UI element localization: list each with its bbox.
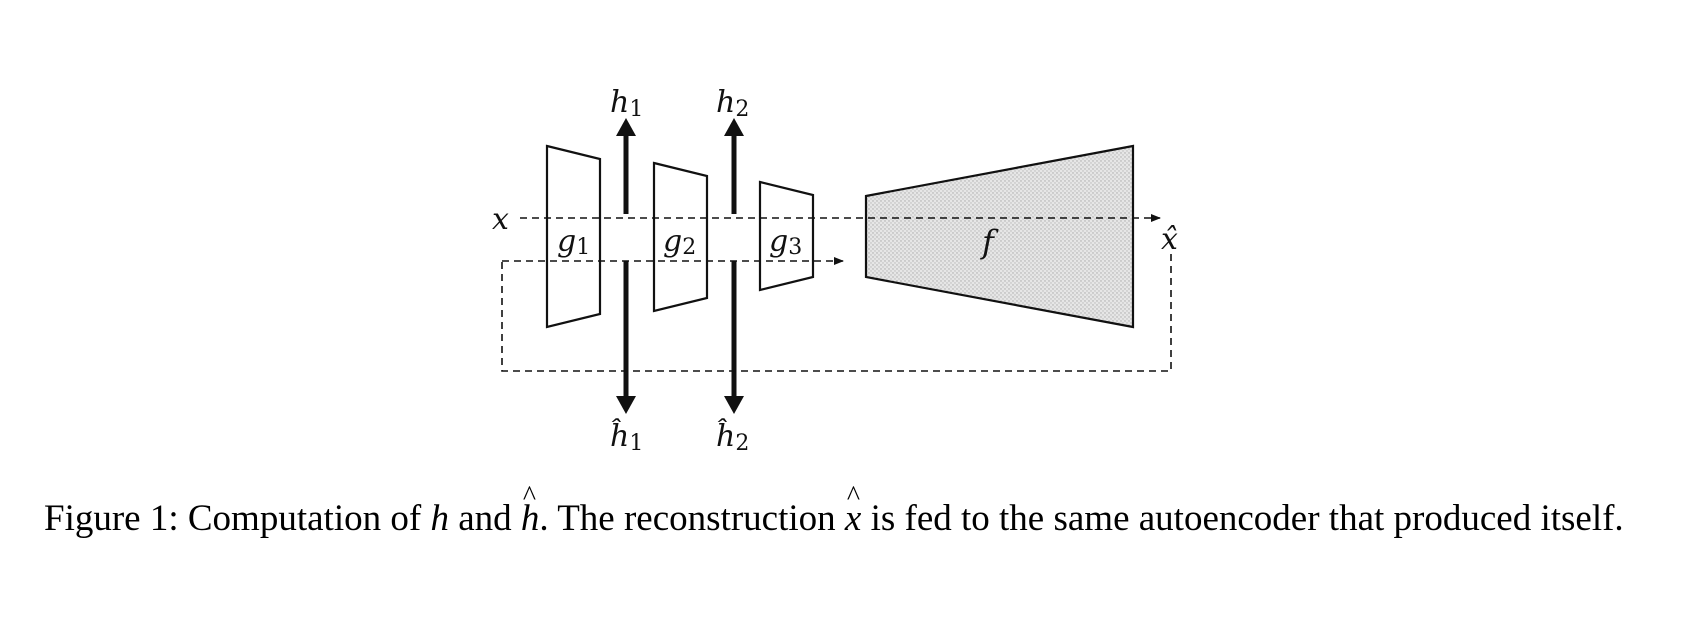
encoder-g2-block — [652, 161, 709, 313]
feedback-loop-dashed-line — [501, 254, 1172, 372]
caption-h: h — [430, 498, 449, 539]
caption-prefix: Figure 1: Computation of — [44, 498, 431, 539]
encoder-g3-label: g3 — [769, 224, 802, 260]
caption-mid: . The reconstruction — [539, 498, 845, 539]
output-xhat-label: x̂ — [1161, 222, 1178, 257]
h1hat-down-arrow — [616, 261, 636, 414]
h1-up-arrow — [616, 118, 636, 214]
h2hat-label: ĥ2 — [716, 418, 749, 456]
figure-caption: Figure 1: Computation of h and h. The re… — [44, 476, 1654, 540]
input-x-label: x — [492, 202, 509, 237]
decoder-f-block — [864, 144, 1135, 329]
h2-label: h2 — [716, 85, 749, 122]
h1-label: h1 — [610, 85, 643, 122]
caption-rest: is fed to the same autoencoder that prod… — [861, 498, 1624, 539]
encoder-g2-label: g2 — [663, 224, 696, 260]
h2hat-down-arrow — [724, 261, 744, 414]
h1hat-label: ĥ1 — [610, 418, 643, 456]
h2-up-arrow — [724, 118, 744, 214]
encoder-g1-block — [545, 144, 602, 329]
caption-and: and — [448, 498, 521, 539]
encoder-g3-block — [758, 180, 815, 292]
encoder-g1-label: g1 — [557, 224, 590, 260]
autoencoder-diagram: x x̂ g1 g2 g3 f h1 h2 ĥ1 ĥ2 — [492, 85, 1178, 456]
caption-hhat: h — [521, 476, 540, 540]
caption-xhat: x — [845, 476, 861, 540]
